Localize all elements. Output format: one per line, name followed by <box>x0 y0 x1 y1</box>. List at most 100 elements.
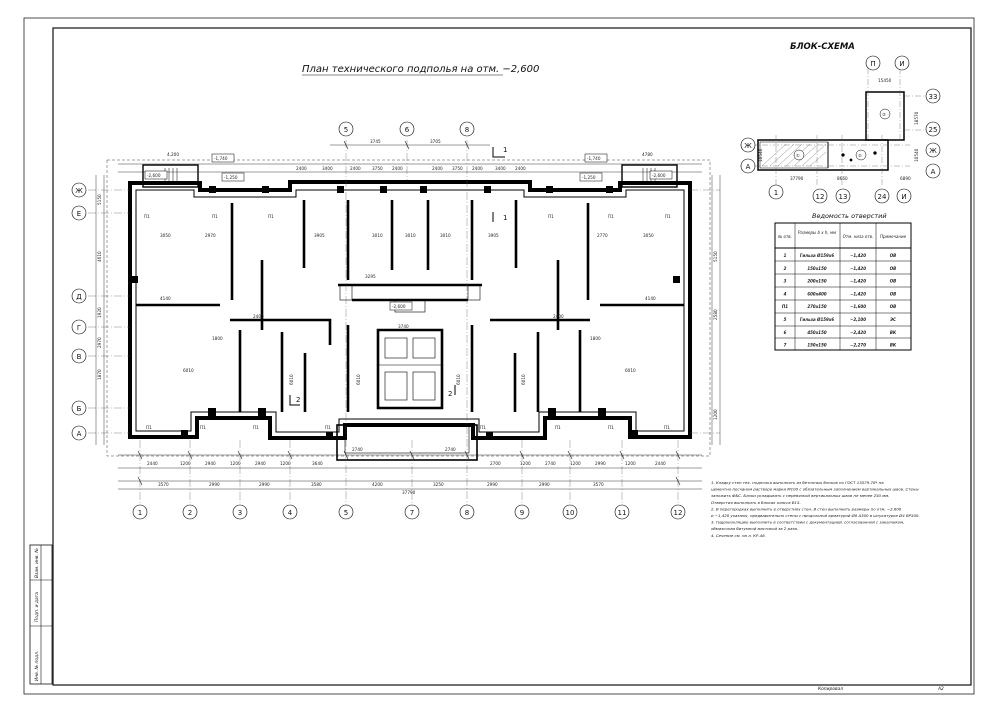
section-mark: 1 <box>503 214 507 222</box>
table-cell: ОВ <box>890 291 896 296</box>
table-cell: 7 <box>784 343 787 348</box>
axis-label: 5 <box>344 126 348 134</box>
level-tag: -1,740 <box>587 156 601 161</box>
section-mark: 2 <box>296 396 300 404</box>
dim-label: 2990 <box>259 482 270 487</box>
dim-label: 2400 <box>350 166 361 171</box>
axis-labels: 5 6 8 1 2 3 4 5 7 8 9 10 11 12 Ж Е Д Г В… <box>75 126 682 517</box>
block-axis-label: 25 <box>929 126 938 134</box>
room-dim: 1800 <box>212 336 223 341</box>
room-dim: 3010 <box>405 233 416 238</box>
room-dim: 3905 <box>314 233 325 238</box>
level-tag: -1,250 <box>224 175 238 180</box>
dim-label: 1200 <box>230 461 241 466</box>
block-axis-label: 13 <box>839 193 848 201</box>
axis-label: 8 <box>465 509 469 517</box>
block-axis-label: Ж <box>744 142 752 150</box>
footer-format: А2 <box>937 686 944 692</box>
dim-label: 3580 <box>311 482 322 487</box>
note-line: Отверстия выполнить в блоках класса В15. <box>711 500 801 505</box>
floor-plan <box>88 140 721 505</box>
room-dim: 6010 <box>356 374 361 385</box>
dim-label: 2440 <box>655 461 666 466</box>
dim-label: 3640 <box>312 461 323 466</box>
dim-label: 2990 <box>539 482 550 487</box>
table-cell: 4 <box>784 291 787 296</box>
note-line: обмазочная битумной мастикой за 2 раза. <box>711 526 798 531</box>
dim-label: 2990 <box>595 461 606 466</box>
note-line: цементно-песчаном растворе марки М100 с … <box>711 487 919 492</box>
block-section: ② <box>858 153 862 158</box>
opening-tag: П1 <box>144 214 150 219</box>
block-dim: 10540 <box>914 148 919 162</box>
axis-label: 9 <box>520 509 524 517</box>
dim-label: 1870 <box>97 369 102 380</box>
table-cell: 150х150 <box>807 266 826 271</box>
axis-bubbles <box>71 121 686 520</box>
dim-label: 2400 <box>296 166 307 171</box>
axis-label: 4 <box>288 509 293 517</box>
room-dim: 3010 <box>440 233 451 238</box>
block-scheme: ① ② ③ П И 1 12 13 24 И Ж А 33 25 Ж А 154… <box>740 55 941 204</box>
dim-label: 2400 <box>432 166 443 171</box>
dim-label: 2990 <box>209 482 220 487</box>
opening-tag: П1 <box>268 214 274 219</box>
table-cell: 450х150 <box>807 330 826 335</box>
level-marks: -1,740 -2,600 -1,250 -1,740 -2,600 -1,25… <box>144 153 673 311</box>
dim-label: 4610 <box>97 251 102 262</box>
dim-label: 2580 <box>713 309 718 320</box>
axis-label: 3 <box>238 509 242 517</box>
axis-label: 12 <box>674 509 683 517</box>
table-cell: 270х150 <box>807 304 826 309</box>
dim-label: 2990 <box>487 482 498 487</box>
dim-label: 2970 <box>97 337 102 348</box>
room-dim: 6010 <box>456 374 461 385</box>
table-cell: −2,270 <box>850 343 866 348</box>
table-header: № отв. <box>777 234 792 239</box>
block-dim: 15450 <box>878 78 892 83</box>
opening-tag: П1 <box>608 425 614 430</box>
dim-label: 2940 <box>255 461 266 466</box>
axis-label: 10 <box>566 509 575 517</box>
axis-label: 6 <box>405 126 410 134</box>
axis-label: Б <box>77 405 82 413</box>
table-cell: ОВ <box>890 304 896 309</box>
plan-title: План технического подполья на отм. −2,60… <box>302 64 539 75</box>
dim-label: 2700 <box>490 461 501 466</box>
dim-label: 3750 <box>372 166 383 171</box>
block-scheme-title: БЛОК-СХЕМА <box>790 42 855 52</box>
block-axis-label: Ж <box>929 147 937 155</box>
room-dim: 6010 <box>625 368 636 373</box>
table-header: Размеры b x h, мм <box>798 230 836 235</box>
block-dim: 37790 <box>790 176 804 181</box>
axis-label: В <box>77 353 82 361</box>
opening-tag: П1 <box>253 425 259 430</box>
stamp-field: Инв. № подл. <box>34 651 40 681</box>
block-axis-label: 1 <box>774 189 778 197</box>
opening-tag: П1 <box>212 214 218 219</box>
table-cell: −2,420 <box>850 330 866 335</box>
outer-frame <box>23 17 975 695</box>
room-dim: 4140 <box>645 296 656 301</box>
section-marks: 1 1 2 2 <box>289 146 507 406</box>
table-cell: 600х400 <box>807 291 826 296</box>
total-dimension: 37790 <box>402 490 416 495</box>
level-tag: -2,600 <box>652 173 666 178</box>
note-line: 2. В перегородках выполнить в отверстиях… <box>711 506 902 511</box>
table-cell: 2 <box>784 266 787 271</box>
room-dim: 2970 <box>205 233 216 238</box>
opening-tag: П1 <box>555 425 561 430</box>
dim-label: 5150 <box>97 194 102 205</box>
table-cell: ЭС <box>890 317 896 322</box>
table-cell: ВК <box>890 343 897 348</box>
table-cell: −1,420 <box>850 291 866 296</box>
dim-label: 2400 <box>472 166 483 171</box>
table-cell: 1 <box>784 253 787 258</box>
room-dim: 2400 <box>553 314 564 319</box>
block-axis-label: 12 <box>816 193 825 201</box>
room-dim: 4140 <box>160 296 171 301</box>
dim-label: 3400 <box>495 166 506 171</box>
block-section: ③ <box>882 112 886 117</box>
block-axis-label: П <box>870 60 875 68</box>
